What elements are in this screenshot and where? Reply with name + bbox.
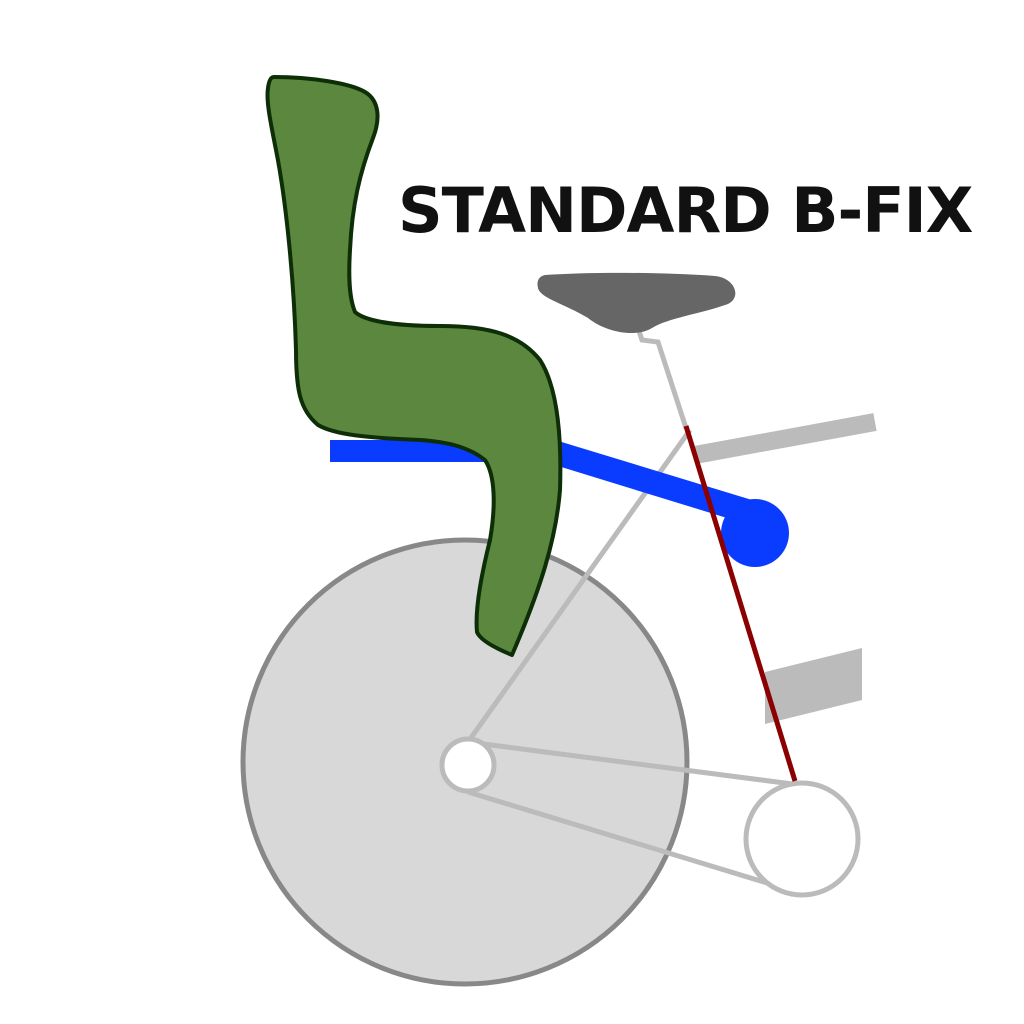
rear-hub	[439, 736, 497, 794]
support-rod	[683, 425, 798, 782]
bracket-bar	[330, 440, 752, 522]
bicycle-saddle	[537, 272, 736, 334]
seat-post	[635, 327, 689, 429]
top-tube	[693, 413, 877, 464]
diagram-title: STANDARD B-FIX	[398, 174, 973, 247]
chain-stay-lower	[467, 789, 801, 896]
child-seat	[265, 75, 563, 657]
bracket-clamp	[721, 499, 789, 567]
chainring	[743, 780, 861, 898]
mounting-bracket	[330, 440, 789, 567]
down-tube	[765, 648, 862, 724]
chain-stay-upper	[467, 739, 801, 788]
